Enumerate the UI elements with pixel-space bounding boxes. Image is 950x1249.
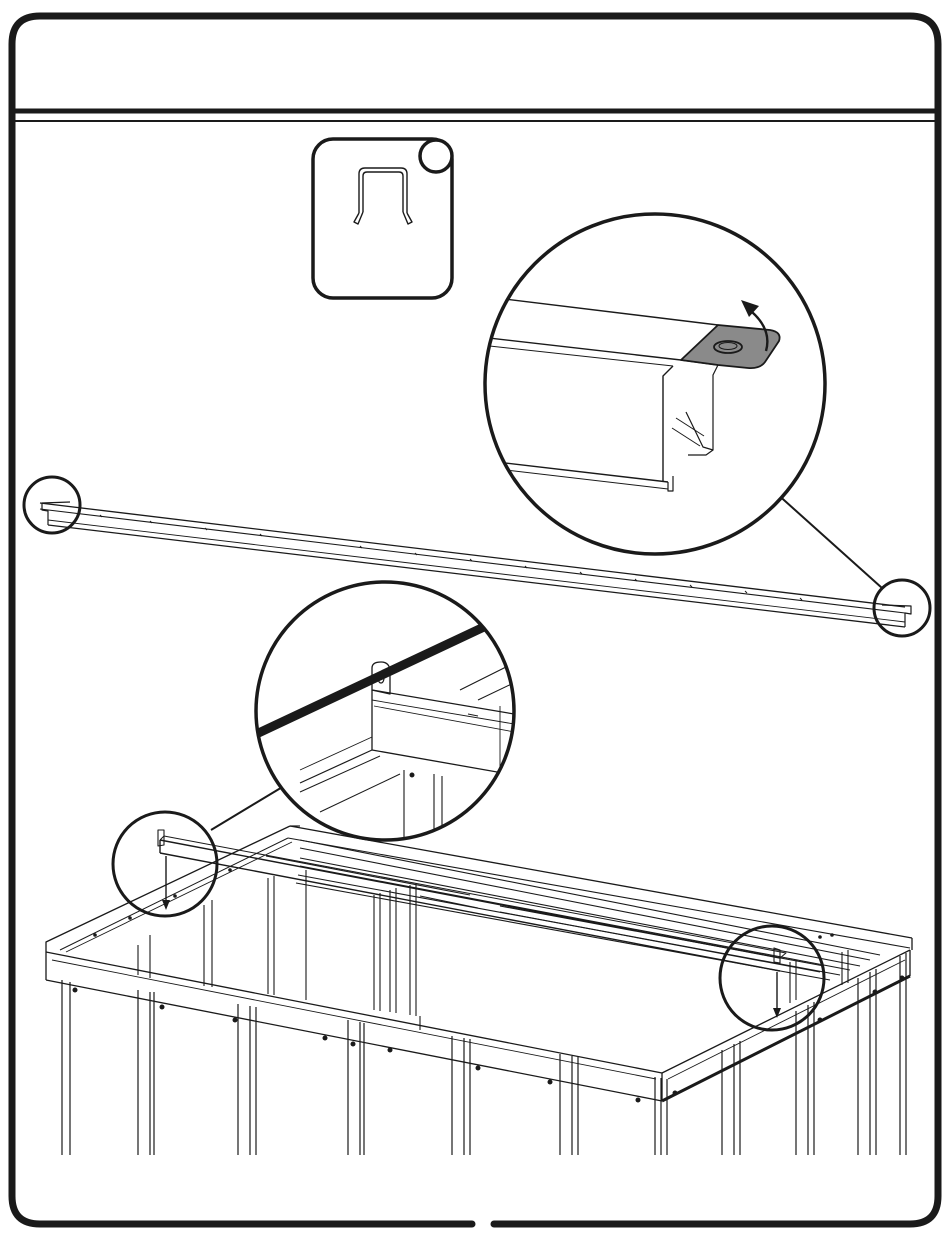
shed-top-frame [46,826,912,1101]
low-detail-leader-line [211,786,284,830]
shed-walls [62,870,906,1155]
installed-roof-beam [158,830,786,971]
roof-beam [40,502,911,627]
header-divider [14,111,936,121]
frame-right-callout [720,926,824,1030]
shed-roof-rails [266,840,880,980]
part-quantity-badge [420,140,452,172]
beam-end-tab-fold-detail [480,214,825,554]
lower-beam-arrows [162,856,781,1018]
beam-end-seated-on-frame-detail [250,582,520,850]
part-identifier-box [313,139,452,298]
beam-right-end-callout [874,580,930,636]
top-detail-leader-line [775,492,882,588]
